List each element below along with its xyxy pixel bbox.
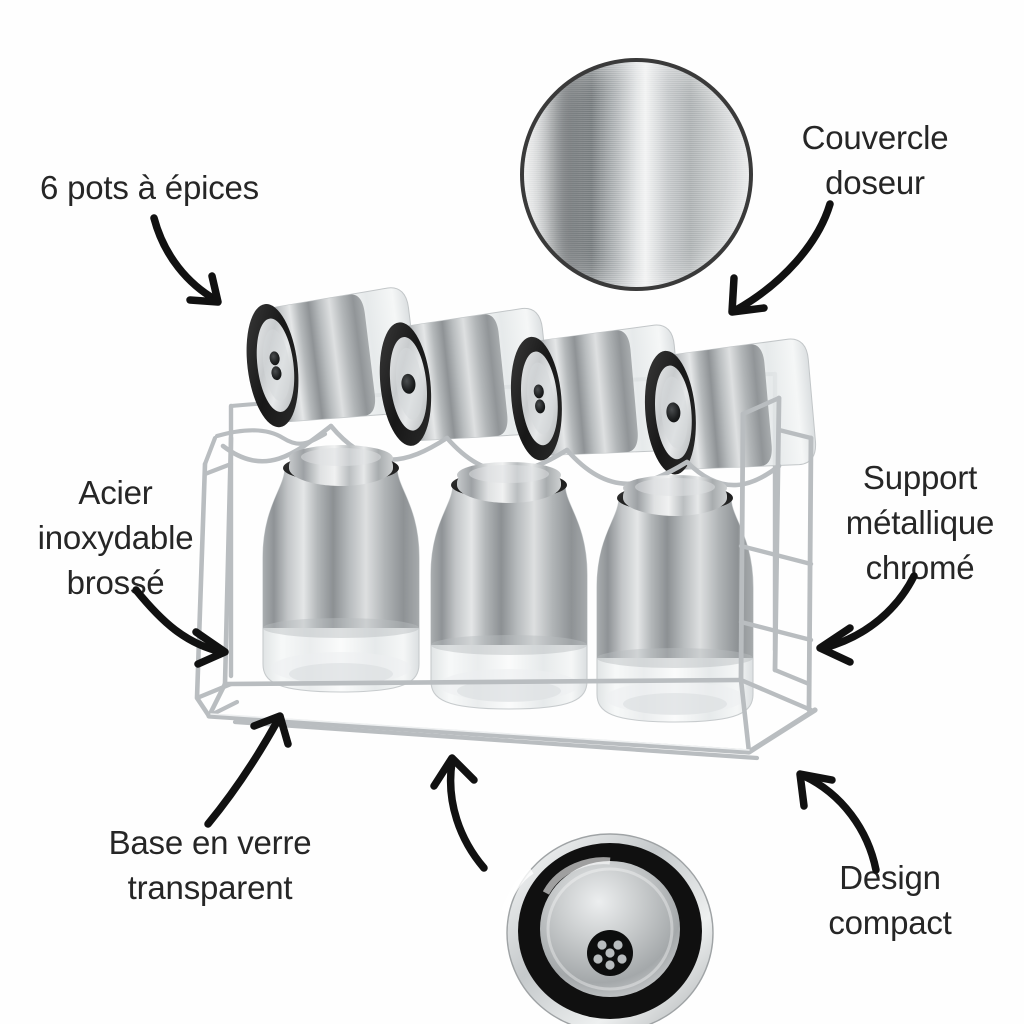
label-support-metallique-chrome: Support métallique chromé [845,459,995,586]
label-6-pots-a-epices: 6 pots à épices [40,169,259,206]
product-illustration [194,287,818,761]
top-row-spice-jars [246,287,817,475]
label-couvercle-doseur: Couvercle doseur [801,119,949,201]
brushed-steel-lid-closeup-inset [520,58,753,291]
rack-base-tray [206,677,818,761]
brushed-texture [524,62,749,287]
shaker-lid-illustration [501,833,714,1024]
label-base-en-verre-transparent: Base en verre transparent [108,824,312,906]
storage-jar-2 [430,462,588,710]
product-image-spice-rack [175,278,855,808]
lid-sheen-highlight [537,62,596,287]
label-acier-inoxydable-brosse: Acier inoxydable brossé [37,474,194,601]
shaker-holes [587,930,633,976]
spice-jar-top-3 [510,324,683,461]
bottom-row-jars [262,445,754,723]
spice-jar-top-2 [379,307,552,446]
perforated-shaker-lid-closeup-inset [498,815,720,1024]
rack-right-frame [738,395,814,713]
spice-jar-top-4 [644,338,817,475]
storage-jar-3 [596,475,754,723]
spice-jar-top-1 [246,287,420,428]
storage-jar-1 [262,445,420,693]
label-design-compact: Design compact [828,859,952,941]
